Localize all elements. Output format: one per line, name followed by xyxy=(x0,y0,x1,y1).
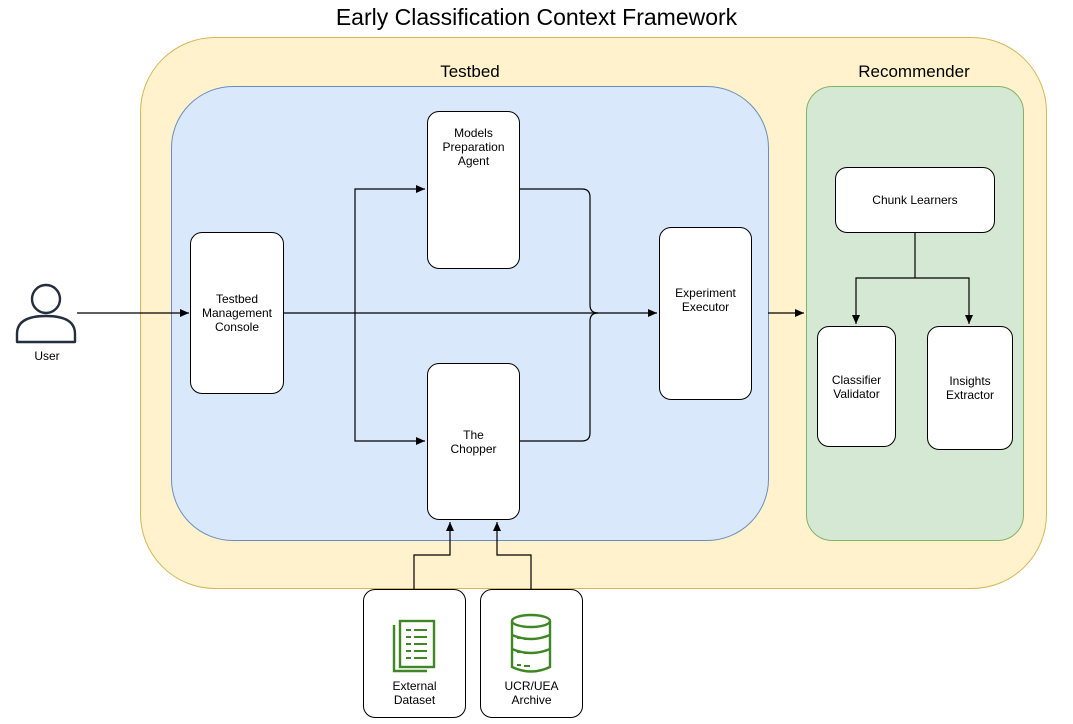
database-icon xyxy=(510,613,552,673)
edge-dataset-chopper xyxy=(413,522,454,590)
user-label: User xyxy=(34,349,60,363)
console-label: Testbed Management Console xyxy=(201,292,273,334)
the-chopper-node[interactable]: The Chopper xyxy=(427,363,520,520)
classifier-validator-node[interactable]: Classifier Validator xyxy=(817,326,896,447)
testbed-management-console-node[interactable]: Testbed Management Console xyxy=(190,232,284,394)
edge-chunk-insights xyxy=(915,277,973,324)
document-icon xyxy=(392,619,436,673)
user-icon xyxy=(15,283,77,344)
chunk-learners-label: Chunk Learners xyxy=(872,193,958,207)
chunk-learners-node[interactable]: Chunk Learners xyxy=(835,167,995,233)
models-agent-label: Models Preparation Agent xyxy=(442,126,505,168)
classifier-validator-label: Classifier Validator xyxy=(831,372,882,401)
external-dataset-label: External Dataset xyxy=(392,679,437,707)
external-dataset-node[interactable]: External Dataset xyxy=(363,589,466,718)
ucr-archive-label: UCR/UEA Archive xyxy=(504,679,559,707)
testbed-label: Testbed xyxy=(440,62,500,81)
edge-archive-chopper xyxy=(493,522,532,590)
insights-extractor-node[interactable]: Insights Extractor xyxy=(927,326,1013,450)
edge-console-agent xyxy=(354,185,425,313)
executor-label: Experiment Executor xyxy=(675,285,736,314)
insights-extractor-label: Insights Extractor xyxy=(945,374,994,402)
recommender-container xyxy=(806,86,1024,541)
experiment-executor-node[interactable]: Experiment Executor xyxy=(659,227,752,400)
edge-console-chopper xyxy=(354,313,425,445)
edge-chopper-executor xyxy=(520,312,599,442)
edge-agent-executor xyxy=(520,188,599,314)
models-preparation-agent-node[interactable]: Models Preparation Agent xyxy=(427,111,520,269)
chopper-label: The Chopper xyxy=(450,427,497,456)
edge-chunk-validator xyxy=(852,277,915,324)
recommender-label: Recommender xyxy=(858,62,970,81)
diagram-title: Early Classification Context Framework xyxy=(335,4,738,30)
